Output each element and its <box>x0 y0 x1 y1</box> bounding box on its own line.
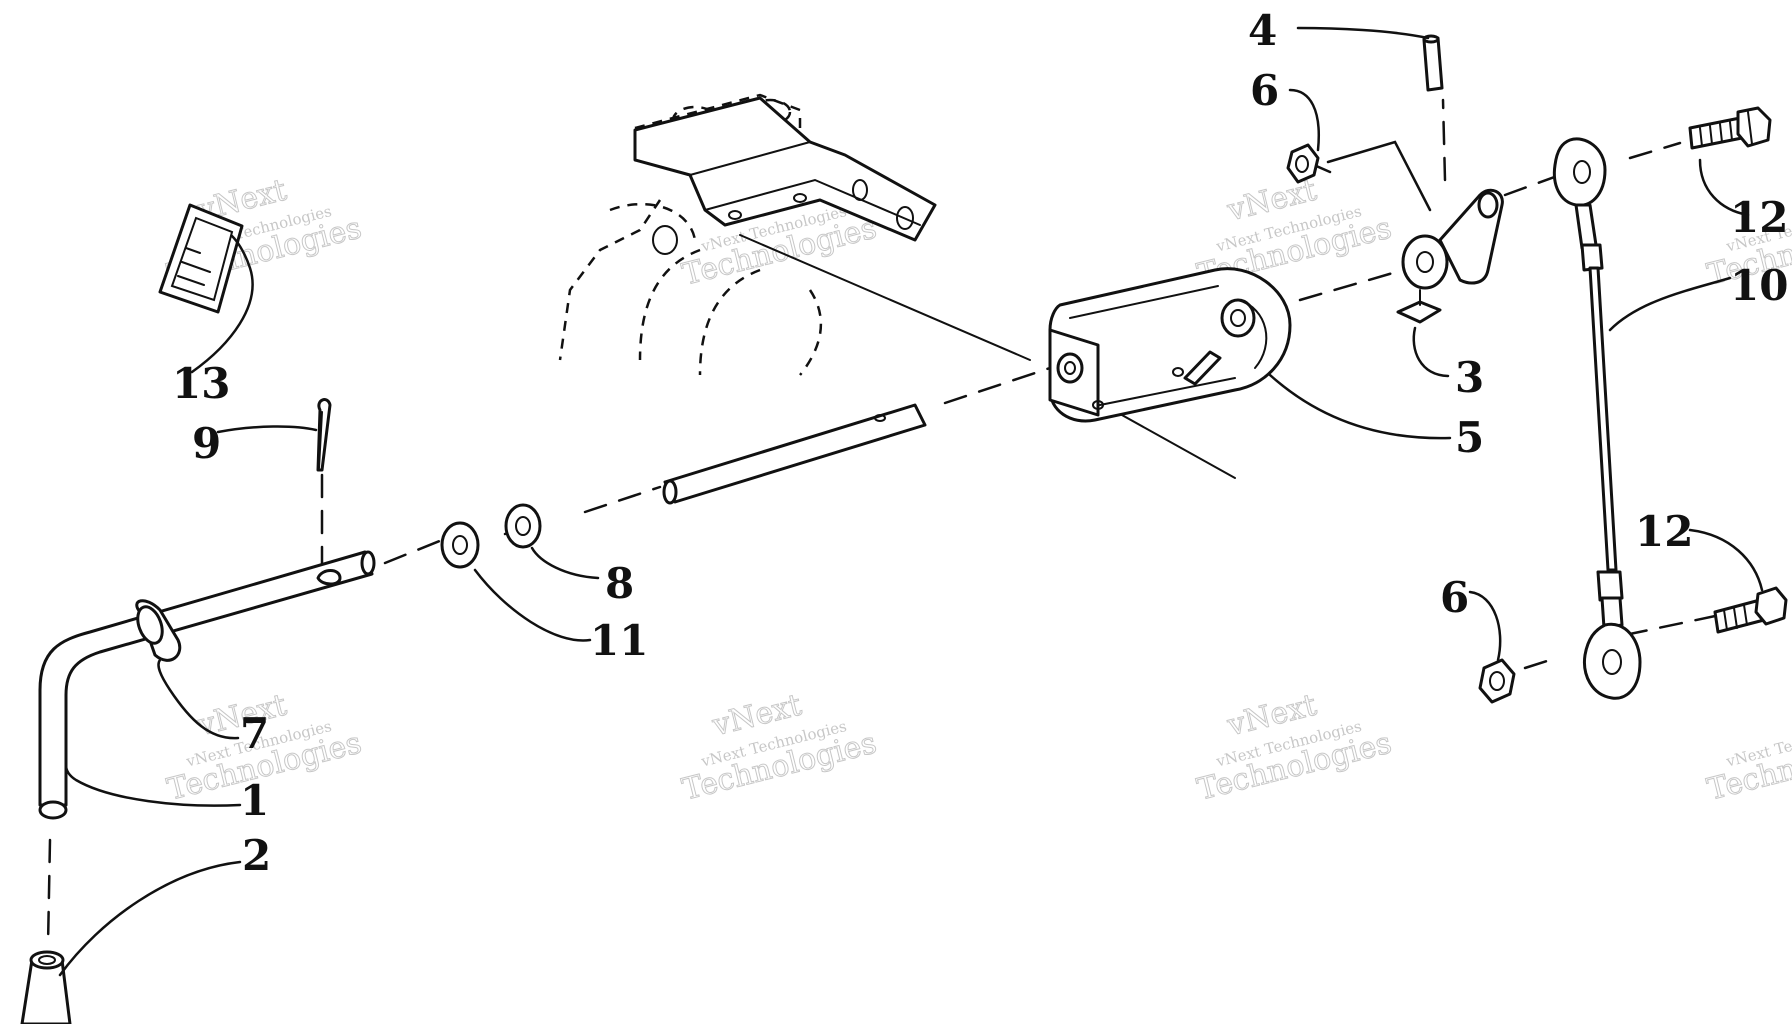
part-12-bolt-bottom <box>1713 586 1788 634</box>
leader-10 <box>1608 276 1732 332</box>
leader-8 <box>530 546 600 580</box>
watermark-group: vNext vNext Technologies Technologies vN… <box>163 172 1792 808</box>
leader-6-top <box>1288 88 1320 152</box>
callout-6-bottom: 6 <box>1440 573 1469 622</box>
leader-12-top <box>1698 158 1750 217</box>
callout-13: 13 <box>172 359 230 408</box>
part-10-link-rod <box>1552 137 1642 700</box>
callout-12-bottom: 12 <box>1635 507 1693 556</box>
axis-line-pin-top <box>1441 98 1447 182</box>
watermark-6: vNext vNext Technologies Technologies <box>678 687 880 808</box>
engine-mounting-plate <box>633 96 937 255</box>
callout-5: 5 <box>1455 413 1484 462</box>
shift-shaft <box>662 403 927 505</box>
part-8-washer <box>504 503 542 549</box>
leader-2 <box>58 860 242 977</box>
part-5-bracket <box>1048 267 1292 423</box>
callout-9: 9 <box>192 419 221 468</box>
axis-line-bolt-bottom <box>1623 613 1722 637</box>
part-1-shift-lever <box>38 550 376 820</box>
callout-11: 11 <box>590 616 648 665</box>
leader-7 <box>157 658 240 740</box>
axis-line-lever-rodend <box>1503 173 1562 197</box>
part-13-decal <box>158 203 244 314</box>
leader-1 <box>64 763 242 807</box>
leader-9 <box>216 425 318 434</box>
part-2-grip <box>20 950 72 1024</box>
axis-line-bracket-lever <box>1298 266 1412 302</box>
part-12-bolt-top <box>1688 106 1772 150</box>
part-6-hex-nut-top <box>1286 143 1320 184</box>
watermark-8: vNext Technologies Technologies <box>1703 717 1792 808</box>
leader-6-bottom <box>1468 590 1502 662</box>
callout-10: 10 <box>1730 261 1788 310</box>
callout-3: 3 <box>1455 353 1484 402</box>
callout-7: 7 <box>240 709 269 758</box>
svg-text:Technologies: Technologies <box>1704 726 1792 808</box>
leader-4 <box>1296 26 1430 40</box>
part-3-lever <box>1396 188 1504 324</box>
axis-line-washer-shaft <box>583 485 662 514</box>
callout-2: 2 <box>242 831 271 880</box>
axis-line-grip <box>46 838 52 947</box>
reference-line-engine <box>739 234 1031 361</box>
part-7-collar <box>135 599 182 662</box>
callout-4: 4 <box>1248 6 1277 55</box>
axis-line-rodend-bolt <box>1628 141 1682 160</box>
part-11-washer <box>440 521 480 569</box>
watermark-7: vNext vNext Technologies Technologies <box>1193 687 1395 808</box>
part-6-hex-nut-bottom <box>1478 658 1516 704</box>
axis-line-nut-bottom <box>1523 658 1552 670</box>
callout-6-top: 6 <box>1250 66 1279 115</box>
leader-5 <box>1268 373 1452 440</box>
leader-11 <box>473 568 592 642</box>
callout-1: 1 <box>240 776 269 825</box>
callout-8: 8 <box>605 559 634 608</box>
callout-labels: 13 9 7 1 2 11 8 4 6 3 5 12 10 12 6 <box>172 6 1788 880</box>
leader-12-bottom <box>1688 528 1764 592</box>
axis-line-shaft-bracket <box>943 366 1052 405</box>
part-4-pin <box>1422 34 1444 92</box>
link-line-nut-pin <box>1326 140 1432 212</box>
leader-13 <box>190 234 254 374</box>
part-9-cotter-pin <box>316 398 332 472</box>
callout-12-top: 12 <box>1730 193 1788 242</box>
leader-3 <box>1412 326 1450 378</box>
axis-line-rod-washer <box>383 538 444 565</box>
leader-lines <box>58 26 1764 977</box>
